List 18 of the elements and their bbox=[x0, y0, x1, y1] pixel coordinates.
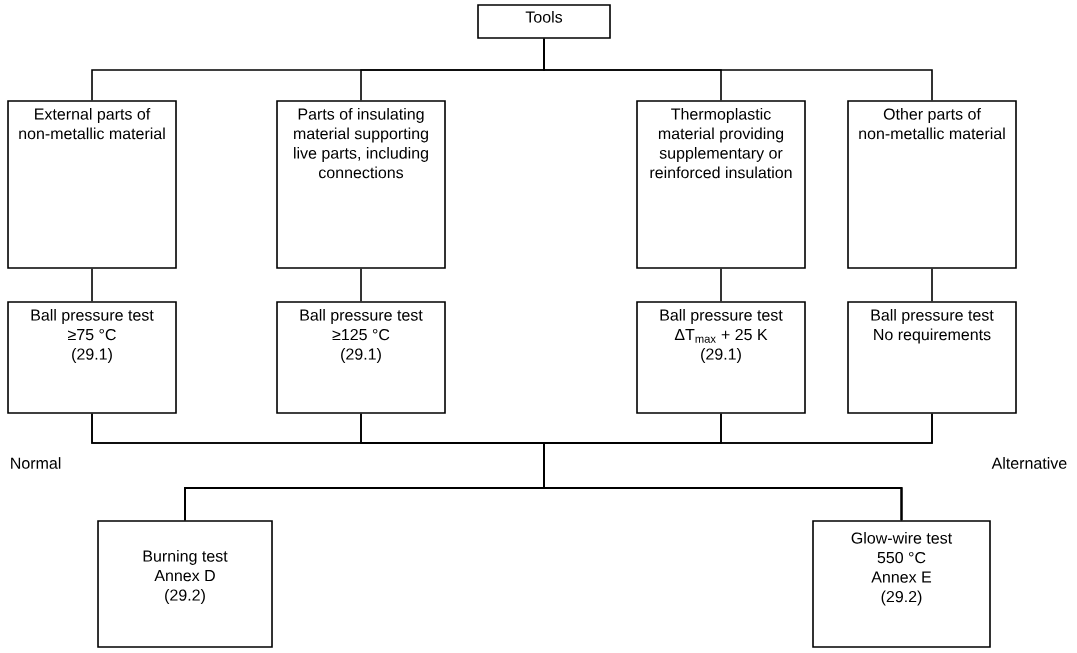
side-label: Alternative bbox=[991, 457, 1067, 469]
final-test-box: Glow-wire test 550 °C Annex E (29.2) bbox=[812, 520, 991, 648]
final-test-box: Burning test Annex D (29.2) bbox=[97, 520, 273, 648]
connector-line bbox=[91, 268, 93, 302]
connector-line bbox=[543, 38, 933, 101]
test-box: Ball pressure test No requirements bbox=[847, 301, 1017, 414]
connector-line bbox=[720, 268, 722, 302]
category-box: Other parts of non-metallic material bbox=[847, 100, 1017, 269]
side-label: Normal bbox=[11, 457, 61, 469]
category-box: Parts of insulating material supporting live parts, including connections bbox=[276, 100, 446, 269]
connector-line bbox=[360, 268, 362, 302]
category-box: External parts of non-metallic material bbox=[7, 100, 177, 269]
category-box: Thermoplastic material providing supplementary or reinforced insulation bbox=[636, 100, 806, 269]
root-box: Tools bbox=[477, 4, 611, 39]
test-box: Ball pressure test ≥75 °C (29.1) bbox=[7, 301, 177, 414]
test-box: Ball pressure test ≥125 °C (29.1) bbox=[276, 301, 446, 414]
test-box: Ball pressure test ΔT$_{max}$ + 25 K (29.1) bbox=[636, 301, 806, 414]
connector-line bbox=[931, 268, 933, 302]
